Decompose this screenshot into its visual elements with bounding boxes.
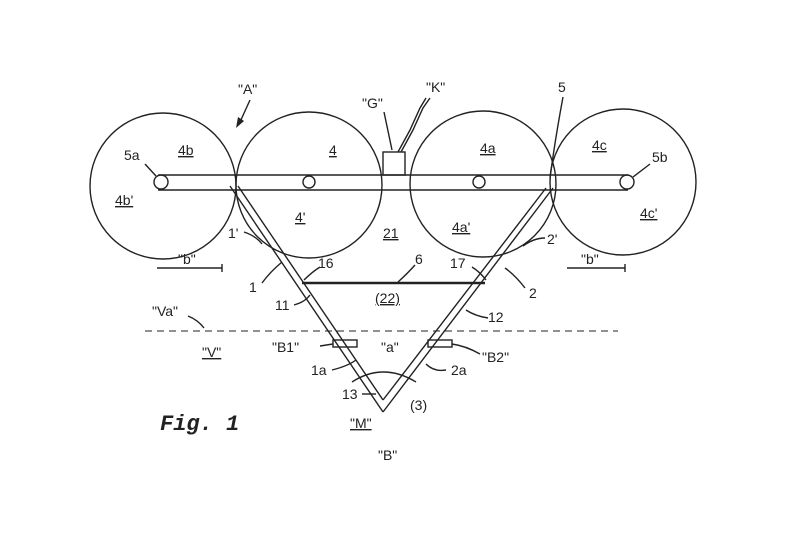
label-4-prime: 4' xyxy=(295,209,305,225)
label-4: 4 xyxy=(329,142,337,158)
label-va: "Va" xyxy=(152,303,178,319)
label-6: 6 xyxy=(415,251,423,267)
leader-17 xyxy=(471,266,487,281)
label-13: 13 xyxy=(342,386,358,402)
angle-arc-a xyxy=(351,371,417,383)
frame-outer-right xyxy=(382,187,554,413)
leader-2 xyxy=(504,267,526,289)
label-5b: 5b xyxy=(652,149,668,165)
leader-va xyxy=(187,315,205,329)
leader-6 xyxy=(397,264,416,283)
wheel-4b xyxy=(89,112,237,260)
label-b-left: "b" xyxy=(178,251,196,267)
label-4c-prime: 4c' xyxy=(640,205,657,221)
figure-caption: Fig. 1 xyxy=(160,412,239,437)
axle-hub-4a xyxy=(472,175,486,189)
label-22: (22) xyxy=(375,290,400,306)
axle-hub-4 xyxy=(302,175,316,189)
label-1: 1 xyxy=(249,279,257,295)
label-2: 2 xyxy=(529,285,537,301)
label-17: 17 xyxy=(450,255,466,271)
leader-5b xyxy=(632,163,651,178)
frame-inner-right xyxy=(382,187,547,401)
frame-inner-left xyxy=(237,185,384,401)
leader-5a xyxy=(144,163,157,177)
label-m: "M" xyxy=(350,415,372,431)
box-g xyxy=(382,151,406,176)
cable-k-1 xyxy=(397,97,427,153)
label-12: 12 xyxy=(488,309,504,325)
label-v: "V" xyxy=(202,344,221,360)
label-4b: 4b xyxy=(178,142,194,158)
label-11: 11 xyxy=(275,297,290,313)
axle-end-right xyxy=(619,174,635,190)
wheel-4c xyxy=(549,108,697,256)
leader-2a xyxy=(425,363,447,372)
leader-b1 xyxy=(319,343,334,347)
sensor-b1 xyxy=(332,339,358,348)
label-5a: 5a xyxy=(124,147,140,163)
label-b1: "B1" xyxy=(272,339,299,355)
label-4b-prime: 4b' xyxy=(115,192,133,208)
label-4a-prime: 4a' xyxy=(452,219,470,235)
label-angle-a: "a" xyxy=(381,339,399,355)
leader-1a xyxy=(331,359,357,371)
cable-k-2 xyxy=(400,97,431,153)
leader-a-arrow xyxy=(239,99,251,123)
label-a-quote: "A" xyxy=(238,81,257,97)
label-g: "G" xyxy=(362,95,383,111)
arrowhead-a xyxy=(236,117,244,128)
label-4a: 4a xyxy=(480,140,496,156)
label-b-bottom: "B" xyxy=(378,447,397,463)
leader-11 xyxy=(293,294,311,306)
leader-g xyxy=(383,111,393,151)
leader-12 xyxy=(465,309,489,319)
label-b-right: "b" xyxy=(581,251,599,267)
leader-b2 xyxy=(451,343,481,355)
label-1-prime: 1' xyxy=(228,225,238,241)
leader-16 xyxy=(303,266,321,281)
label-4c: 4c xyxy=(592,137,607,153)
label-b2: "B2" xyxy=(482,349,509,365)
leader-5 xyxy=(549,96,564,179)
sensor-b2 xyxy=(427,339,453,348)
label-21: 21 xyxy=(383,225,399,241)
leader-1prime xyxy=(243,231,263,245)
wheel-4 xyxy=(235,111,383,259)
label-k: "K" xyxy=(426,79,445,95)
leader-1 xyxy=(261,261,283,284)
label-16: 16 xyxy=(318,255,334,271)
label-5: 5 xyxy=(558,79,566,95)
wheel-4a xyxy=(409,110,557,258)
label-2a: 2a xyxy=(451,362,467,378)
label-1a: 1a xyxy=(311,362,327,378)
label-3: (3) xyxy=(410,397,427,413)
leader-2prime xyxy=(522,237,546,247)
axle-end-left xyxy=(153,174,169,190)
label-2-prime: 2' xyxy=(547,231,557,247)
